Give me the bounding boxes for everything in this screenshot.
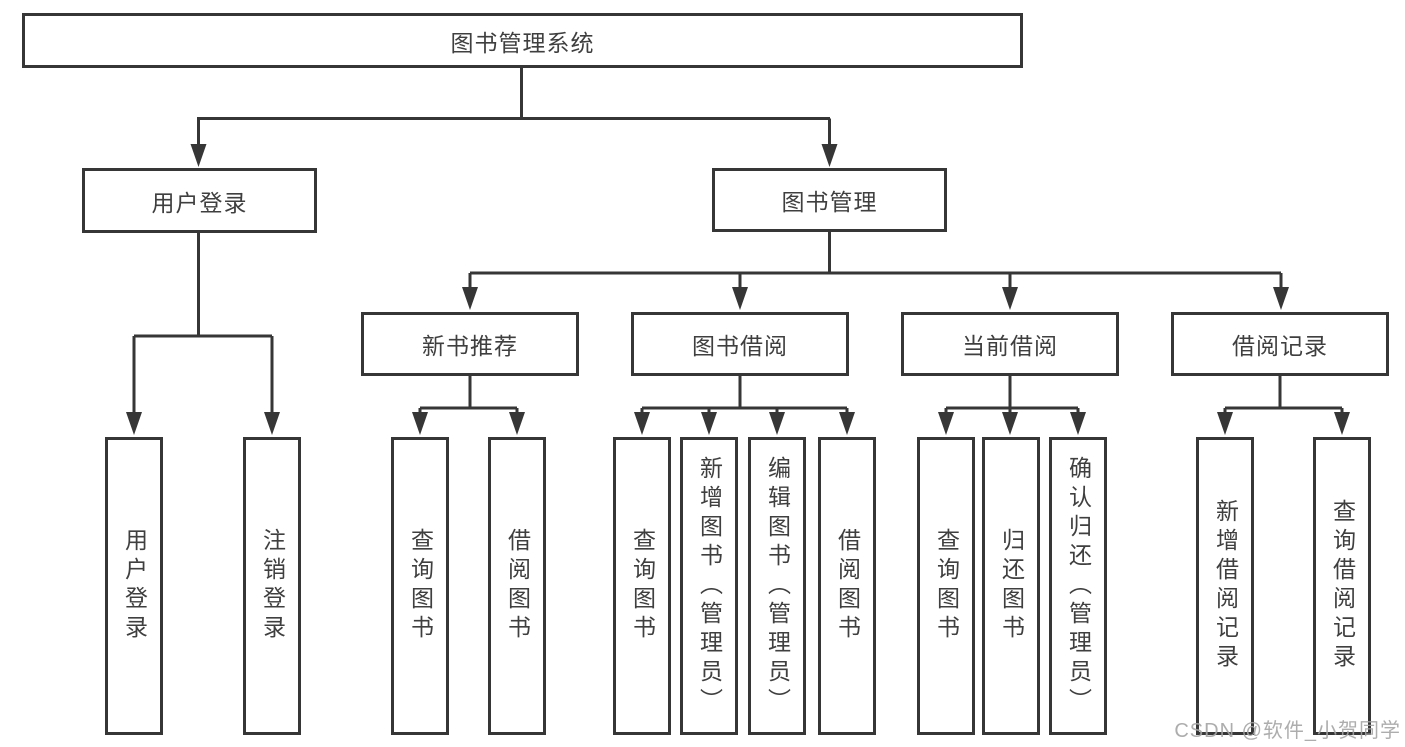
- node-borrowing-records: 借阅记录: [1171, 312, 1389, 376]
- node-label: 查询图书: [629, 528, 656, 644]
- node-label: 新书推荐: [422, 333, 518, 359]
- leaf-borrow-books-recommend: 借阅图书: [488, 437, 546, 735]
- node-label: 编辑图书（管理员）: [764, 455, 791, 717]
- arrow-icon: [1217, 412, 1233, 435]
- node-new-book-recommendation: 新书推荐: [361, 312, 579, 376]
- connector-root: [197, 68, 831, 148]
- node-label: 图书借阅: [692, 333, 788, 359]
- node-label: 图书管理: [781, 189, 878, 215]
- node-label: 新增图书（管理员）: [696, 455, 723, 717]
- connector-current-borrowing-group: [944, 376, 1080, 414]
- node-label: 查询图书: [407, 528, 434, 644]
- arrow-icon: [1334, 412, 1350, 435]
- node-book-borrowing: 图书借阅: [631, 312, 849, 376]
- node-label: 确认归还（管理员）: [1065, 455, 1092, 717]
- node-library-management-system: 图书管理系统: [22, 13, 1023, 68]
- arrow-icon: [1002, 287, 1018, 310]
- leaf-edit-book-admin: 编辑图书（管理员）: [748, 437, 806, 735]
- node-book-management: 图书管理: [712, 168, 947, 232]
- arrow-icon: [938, 412, 954, 435]
- leaf-query-books-recommend: 查询图书: [391, 437, 449, 735]
- leaf-query-borrow-record: 查询借阅记录: [1313, 437, 1371, 735]
- arrow-icon: [1273, 287, 1289, 310]
- leaf-logout: 注销登录: [243, 437, 301, 735]
- arrow-icon: [634, 412, 650, 435]
- leaf-user-login: 用户登录: [105, 437, 163, 735]
- arrow-icon: [769, 412, 785, 435]
- node-label: 注销登录: [259, 528, 286, 644]
- leaf-return-book: 归还图书: [982, 437, 1040, 735]
- leaf-add-book-admin: 新增图书（管理员）: [680, 437, 738, 735]
- arrow-icon: [412, 412, 428, 435]
- arrow-icon: [732, 287, 748, 310]
- arrow-icon: [1002, 412, 1018, 435]
- arrow-icon: [701, 412, 717, 435]
- leaf-add-borrow-record: 新增借阅记录: [1196, 437, 1254, 735]
- arrow-icon: [821, 144, 838, 167]
- arrow-icon: [126, 412, 142, 435]
- watermark-csdn: CSDN @软件_小贺同学: [1174, 720, 1401, 742]
- node-label: 查询图书: [933, 528, 960, 644]
- arrow-icon: [264, 412, 280, 435]
- connector-user-login-group: [132, 233, 274, 414]
- connector-book-borrowing-group: [640, 376, 849, 414]
- node-label: 借阅图书: [834, 528, 861, 644]
- leaf-confirm-return-admin: 确认归还（管理员）: [1049, 437, 1107, 735]
- leaf-borrow-books: 借阅图书: [818, 437, 876, 735]
- node-label: 新增借阅记录: [1212, 499, 1239, 673]
- connector-book-management: [468, 232, 1283, 289]
- node-label: 借阅记录: [1232, 333, 1328, 359]
- connector-borrowing-records-group: [1223, 376, 1344, 414]
- node-label: 用户登录: [121, 528, 148, 644]
- arrowheads: [126, 144, 1350, 435]
- node-current-borrowing: 当前借阅: [901, 312, 1119, 376]
- arrow-icon: [1070, 412, 1086, 435]
- arrow-icon: [462, 287, 478, 310]
- node-label: 归还图书: [998, 528, 1025, 644]
- node-label: 当前借阅: [962, 333, 1058, 359]
- node-label: 借阅图书: [504, 528, 531, 644]
- leaf-query-books-borrowing: 查询图书: [613, 437, 671, 735]
- leaf-query-books-current: 查询图书: [917, 437, 975, 735]
- node-label: 查询借阅记录: [1329, 499, 1356, 673]
- connector-new-book-group: [418, 376, 519, 414]
- arrow-icon: [509, 412, 525, 435]
- node-label: 图书管理系统: [450, 29, 595, 56]
- arrow-icon: [839, 412, 855, 435]
- node-user-login: 用户登录: [82, 168, 317, 233]
- node-label: 用户登录: [151, 189, 248, 216]
- arrow-icon: [190, 144, 207, 167]
